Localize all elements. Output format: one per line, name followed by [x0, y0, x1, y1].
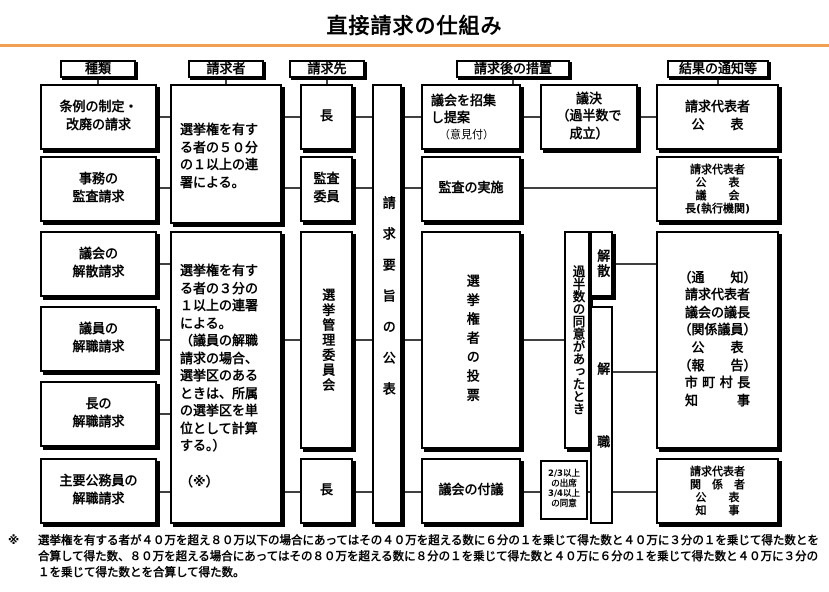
- result-jimu: 請求代表者 公 表 議 会 長(執行機関): [656, 156, 779, 222]
- header-measures: 請求後の措置: [456, 60, 570, 78]
- measure-fuketsu: 議会の付議: [421, 458, 521, 524]
- header-result: 結果の通知等: [667, 60, 769, 78]
- measure-kansa: 監査の実施: [421, 156, 521, 222]
- header-type: 種類: [60, 60, 136, 78]
- type-cho: 長の 解職請求: [40, 381, 157, 447]
- type-shuyo: 主要公務員の 解職請求: [40, 458, 157, 524]
- measure-giketsu: 議決 （過半数で 成立）: [540, 84, 638, 150]
- requester-third: 選挙権を有す る者の３分の １以上の連署 による。 （議員の解職 請求の場合、 …: [170, 231, 282, 524]
- measure-kaisan-label: 解散: [594, 249, 610, 279]
- destination-kansa: 監査 委員: [300, 156, 353, 222]
- measure-shoshu-note: （意見付）: [439, 127, 494, 141]
- result-shuyo: 請求代表者 関 係 者 公 表 知 事: [656, 458, 779, 524]
- measure-shoshu: 議会を招集 し提案 （意見付）: [421, 84, 521, 150]
- measure-quorum: 2/3以上 の出席 3/4以上 の同意: [540, 460, 588, 520]
- type-jimu: 事務の 監査請求: [40, 156, 157, 222]
- measure-kahansu: 過半数の同意があったとき: [564, 231, 590, 449]
- koukai-column: 請求要旨の公表: [372, 84, 402, 524]
- destination-senkan: 選挙管理委員会: [300, 231, 353, 449]
- destination-senkan-label: 選挙管理委員会: [319, 287, 335, 393]
- destination-cho-2: 長: [300, 458, 353, 524]
- measure-kaishoku: 解職: [590, 306, 613, 524]
- type-gikai: 議会の 解散請求: [40, 231, 157, 297]
- title-underline: [0, 44, 829, 47]
- result-mid: （通 知） 請求代表者 議会の議長 （関係議員） 公 表 （報 告） 市 町 村…: [656, 231, 779, 449]
- koukai-label: 請求要旨の公表: [379, 195, 395, 413]
- header-requester: 請求者: [188, 60, 264, 78]
- result-jorei: 請求代表者 公 表: [656, 84, 779, 150]
- measure-shoshu-label: 議会を招集 し提案: [431, 93, 497, 127]
- measure-kahansu-label: 過半数の同意があったとき: [570, 265, 586, 415]
- page-title: 直接請求の仕組み: [326, 14, 503, 38]
- footnote-text: 選挙権を有する者が４０万を超え８０万以下の場合にあってはその４０万を超える数に６…: [38, 533, 819, 579]
- footnote-mark: ※: [8, 533, 20, 547]
- measure-kaisan: 解散: [590, 231, 613, 297]
- type-jorei: 条例の制定・ 改廃の請求: [40, 84, 157, 150]
- requester-fifty: 選挙権を有す る者の５０分 の１以上の連 署による。: [170, 84, 282, 224]
- measure-kaishoku-label: 解職: [594, 362, 610, 508]
- measure-tohyo-label: 選挙権者の投票: [463, 273, 479, 407]
- type-giin: 議員の 解職請求: [40, 306, 157, 372]
- footnote: ※ 選挙権を有する者が４０万を超え８０万以下の場合にあってはその４０万を超える数…: [8, 532, 823, 580]
- measure-tohyo: 選挙権者の投票: [421, 231, 521, 449]
- destination-cho: 長: [300, 84, 353, 150]
- header-destination: 請求先: [289, 60, 365, 78]
